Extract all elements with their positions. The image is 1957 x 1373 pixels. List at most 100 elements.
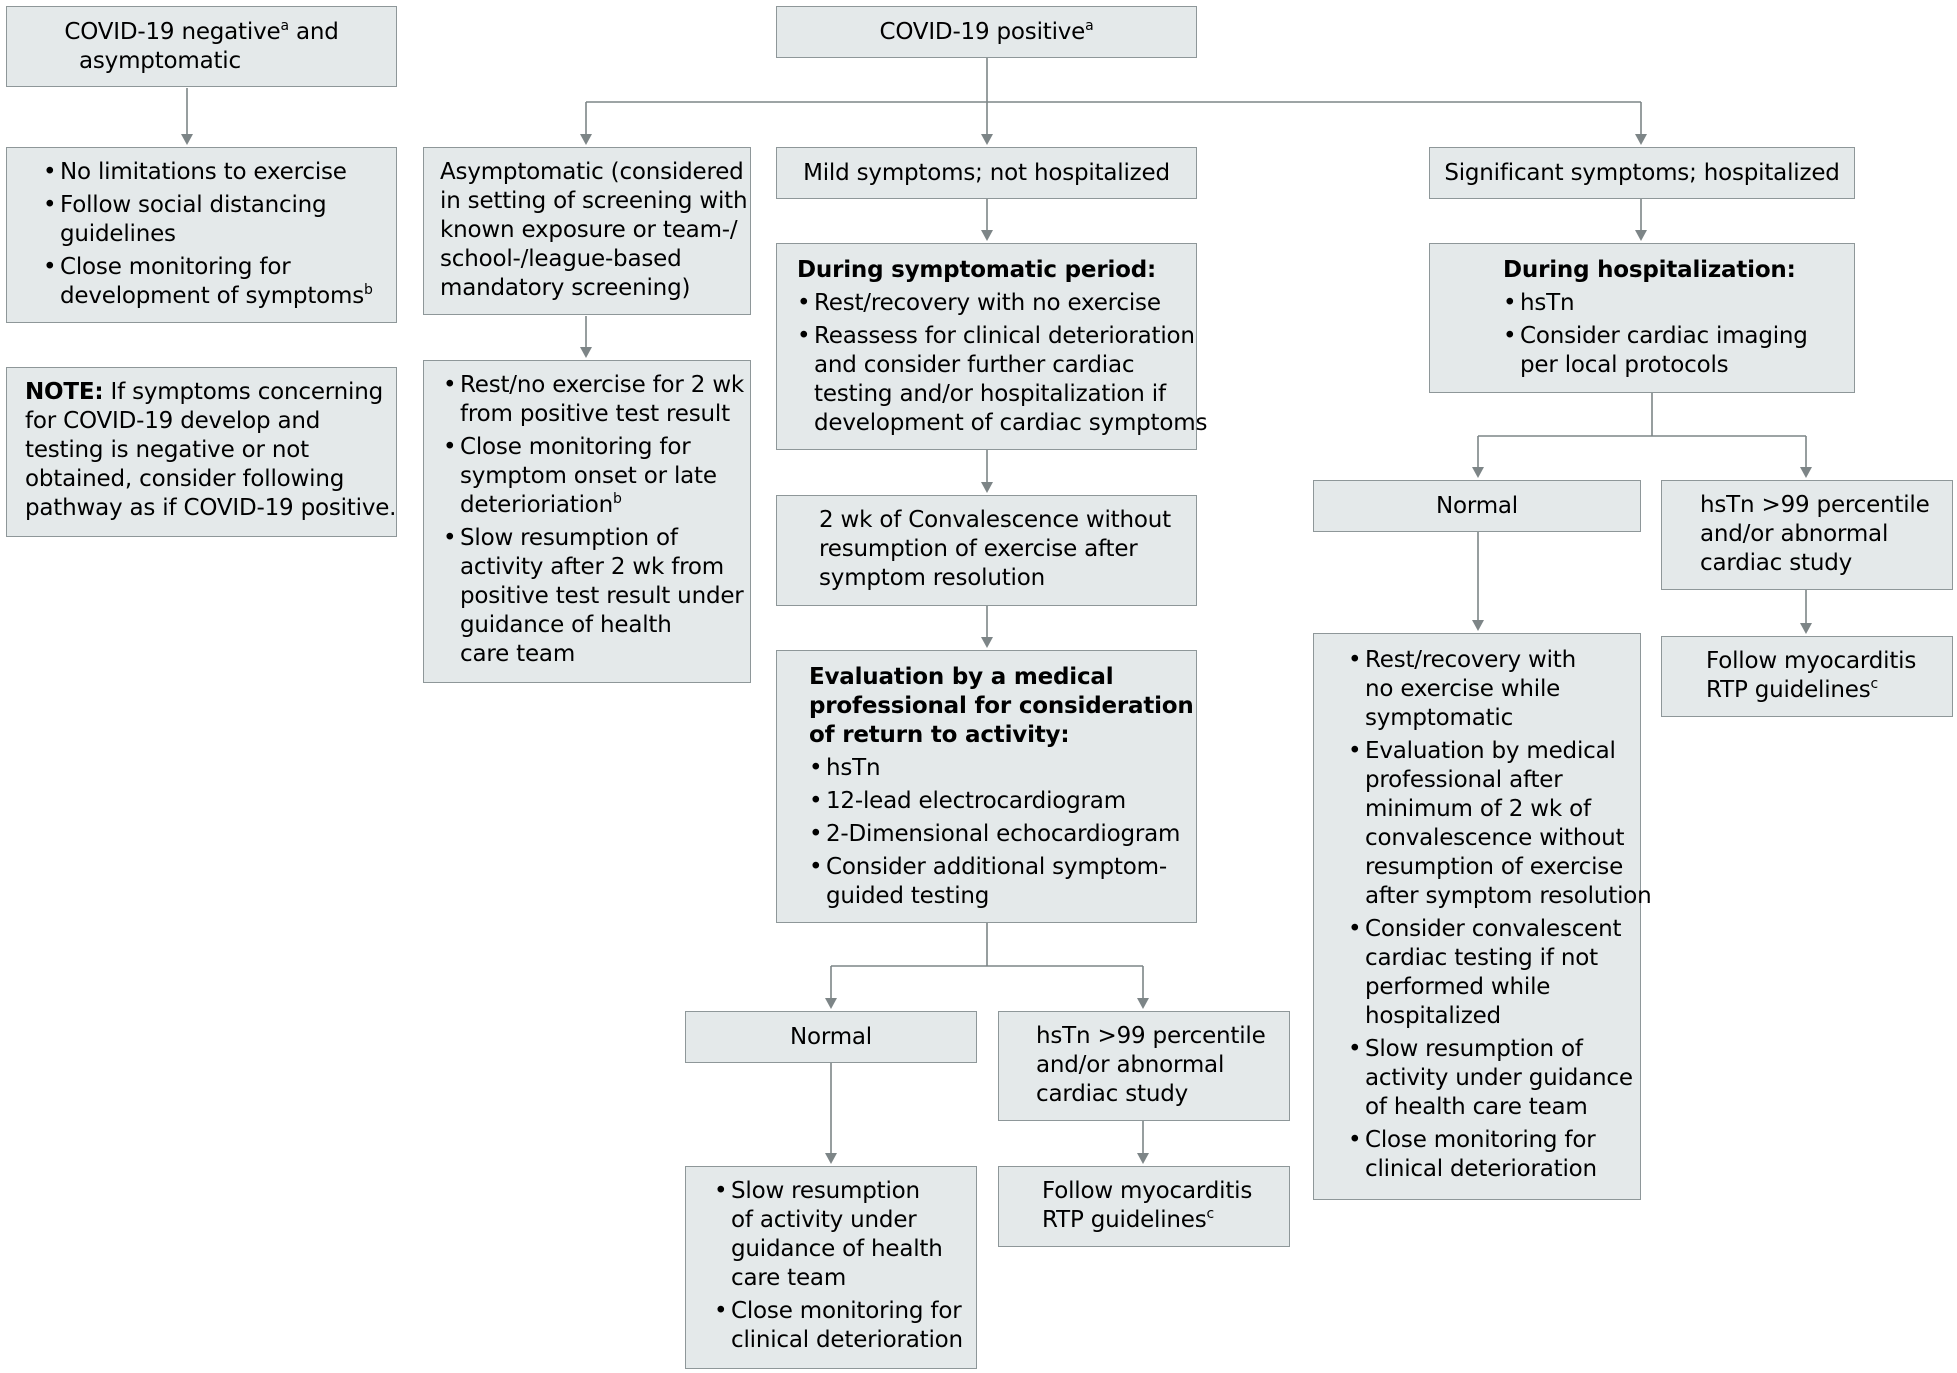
note-label: NOTE: bbox=[25, 379, 104, 405]
bullet-line: Consider convalescent bbox=[1365, 916, 1622, 942]
bullet-line: Close monitoring for bbox=[460, 434, 691, 460]
bullet-line: Slow resumption of bbox=[460, 525, 678, 551]
footnote-c: c bbox=[1870, 676, 1879, 692]
abnormal-text: cardiac study bbox=[1700, 550, 1853, 576]
bullet-line: from positive test result bbox=[460, 401, 730, 427]
bullet-line: professional after bbox=[1365, 767, 1563, 793]
significant-normal-box: Normal bbox=[1313, 480, 1641, 532]
arrowhead bbox=[580, 134, 592, 145]
bullet-line: resumption of exercise bbox=[1365, 854, 1624, 880]
bullet-line: Reassess for clinical deterioration bbox=[814, 323, 1195, 349]
bullet-item: Consider cardiac imaging per local protoc… bbox=[1503, 322, 1837, 380]
bullet-line: Consider additional symptom- bbox=[826, 854, 1167, 880]
bullet-line: Close monitoring for bbox=[1365, 1127, 1596, 1153]
covid-positive-box: COVID-19 positivea bbox=[776, 6, 1197, 58]
bullet-item: Slow resumption of activity after 2 wk fr… bbox=[443, 524, 744, 669]
mild-abnormal-box: hsTn >99 percentile and/or abnormal card… bbox=[998, 1011, 1290, 1121]
bullet-line: hospitalized bbox=[1365, 1003, 1501, 1029]
myocarditis-text: Follow myocarditis bbox=[1706, 648, 1917, 674]
bullet-line: guided testing bbox=[826, 883, 990, 909]
significant-symptoms-text: Significant symptoms; hospitalized bbox=[1444, 159, 1840, 186]
bullet-item: No limitations to exercise bbox=[43, 158, 379, 187]
arrowhead bbox=[1472, 467, 1484, 478]
arrowhead bbox=[1800, 623, 1812, 634]
bullet-line: convalescence without bbox=[1365, 825, 1625, 851]
bullet-item: Close monitoring for clinical deteriorati… bbox=[1348, 1126, 1623, 1184]
mild-myocarditis-box: Follow myocarditis RTP guidelinesc bbox=[998, 1166, 1290, 1247]
arrowhead bbox=[1635, 230, 1647, 241]
bullet-item: Close monitoring for symptom onset or lat… bbox=[443, 433, 733, 520]
bullet-line: testing and/or hospitalization if bbox=[814, 381, 1166, 407]
note-text: If symptoms concerning bbox=[103, 379, 384, 405]
note-text: obtained, consider following bbox=[25, 466, 345, 492]
covid-negative-text: COVID-19 negative bbox=[64, 18, 281, 45]
bullet-item: Reassess for clinical deterioration and c… bbox=[797, 322, 1208, 438]
bullet-line: Consider cardiac imaging bbox=[1520, 323, 1808, 349]
abnormal-text: cardiac study bbox=[1036, 1081, 1189, 1107]
bullet-line: hsTn bbox=[1520, 290, 1575, 316]
evaluation-heading: professional for consideration bbox=[809, 693, 1194, 719]
arrowhead bbox=[981, 482, 993, 493]
arrowhead bbox=[981, 230, 993, 241]
bullet-line: symptom onset or late bbox=[460, 463, 717, 489]
arrowhead bbox=[981, 134, 993, 145]
bullet-item: 12-lead electrocardiogram bbox=[809, 787, 1179, 816]
bullet-line: guidance of health bbox=[460, 612, 672, 638]
asymptomatic-text: Asymptomatic (considered bbox=[440, 159, 744, 185]
footnote-a: a bbox=[280, 17, 289, 34]
covid-negative-guidance-box: No limitations to exercise Follow social… bbox=[6, 147, 397, 323]
significant-symptoms-box: Significant symptoms; hospitalized bbox=[1429, 147, 1855, 199]
arrowhead bbox=[580, 347, 592, 358]
myocarditis-text: RTP guidelines bbox=[1042, 1207, 1207, 1233]
footnote-a: a bbox=[1085, 17, 1094, 34]
symptomatic-period-box: During symptomatic period: Rest/recovery… bbox=[776, 243, 1208, 450]
bullet-line: activity after 2 wk from bbox=[460, 554, 724, 580]
arrowhead bbox=[825, 998, 837, 1009]
bullet-line: clinical deterioration bbox=[1365, 1156, 1597, 1182]
bullet-line: deterioriation bbox=[460, 492, 614, 518]
evaluation-heading: Evaluation by a medical bbox=[809, 664, 1114, 690]
covid-positive-text: COVID-19 positive bbox=[879, 18, 1086, 45]
significant-myocarditis-box: Follow myocarditis RTP guidelinesc bbox=[1661, 636, 1953, 717]
mild-symptoms-text: Mild symptoms; not hospitalized bbox=[803, 159, 1170, 186]
normal-text: Normal bbox=[789, 1023, 873, 1050]
note-text: pathway as if COVID-19 positive. bbox=[25, 495, 397, 521]
bullet-line: 12-lead electrocardiogram bbox=[826, 788, 1126, 814]
bullet-line: and consider further cardiac bbox=[814, 352, 1135, 378]
bullet-line: development of cardiac symptoms bbox=[814, 410, 1208, 436]
abnormal-text: hsTn >99 percentile bbox=[1036, 1023, 1266, 1049]
bullet-line: development of symptoms bbox=[60, 283, 364, 309]
bullet-line: of activity under bbox=[731, 1207, 917, 1233]
bullet-line: No limitations to exercise bbox=[60, 159, 347, 185]
mild-symptoms-box: Mild symptoms; not hospitalized bbox=[776, 147, 1197, 199]
arrowhead bbox=[1137, 1153, 1149, 1164]
abnormal-text: and/or abnormal bbox=[1036, 1052, 1225, 1078]
bullet-item: Consider additional symptom-guided testi… bbox=[809, 853, 1179, 911]
mild-normal-box: Normal bbox=[685, 1011, 977, 1063]
covid-negative-text: and bbox=[288, 18, 339, 45]
footnote-b: b bbox=[613, 491, 622, 507]
asymptomatic-text: in setting of screening with bbox=[440, 188, 748, 214]
arrowhead bbox=[1800, 467, 1812, 478]
bullet-line: guidelines bbox=[60, 221, 176, 247]
myocarditis-text: Follow myocarditis bbox=[1042, 1178, 1253, 1204]
covid-negative-text: asymptomatic bbox=[79, 47, 241, 74]
bullet-line: clinical deterioration bbox=[731, 1327, 963, 1353]
footnote-c: c bbox=[1206, 1206, 1215, 1222]
bullet-line: symptomatic bbox=[1365, 705, 1514, 731]
bullet-item: Rest/recovery with no exercise bbox=[797, 289, 1179, 318]
bullet-line: guidance of health bbox=[731, 1236, 943, 1262]
arrowhead bbox=[1137, 998, 1149, 1009]
arrowhead bbox=[1472, 620, 1484, 631]
bullet-line: care team bbox=[460, 641, 576, 667]
bullet-line: per local protocols bbox=[1520, 352, 1729, 378]
bullet-line: of health care team bbox=[1365, 1094, 1588, 1120]
